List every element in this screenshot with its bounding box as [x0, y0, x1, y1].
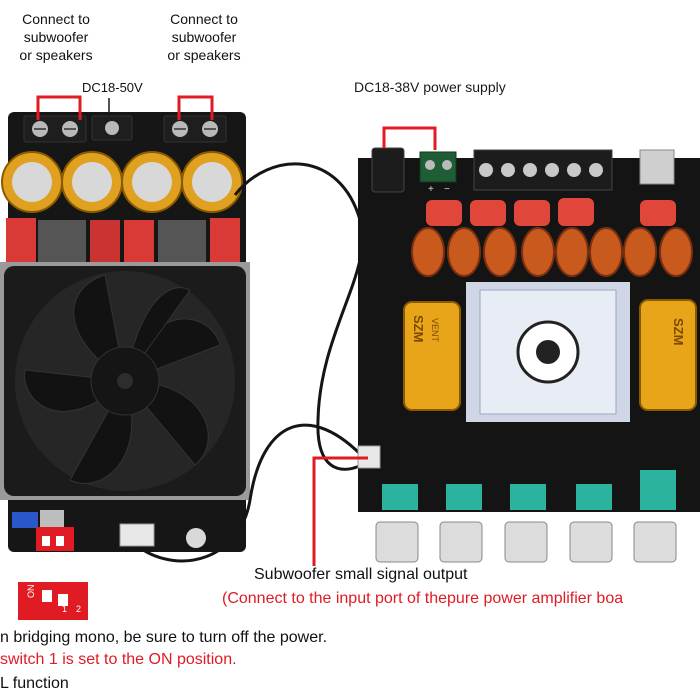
dip-switch	[18, 527, 88, 620]
connect-left-line-3: or speakers	[19, 47, 93, 63]
connect-right-line-3: or speakers	[167, 47, 241, 63]
dc-left-label: DC18-50V	[82, 80, 143, 95]
left-signal-connector	[119, 523, 155, 547]
terminal-minus: −	[444, 184, 450, 195]
inductors	[411, 227, 693, 277]
connect-left-label: Connect to subwoofer or speakers	[6, 10, 106, 64]
left-output-components	[6, 218, 240, 264]
terminal-plus: +	[428, 184, 434, 195]
connect-right-label: Connect to subwoofer or speakers	[154, 10, 254, 64]
usb-port	[639, 149, 675, 185]
dc-right-label: DC18-38V power supply	[354, 79, 506, 95]
left-speaker-terminal-1	[23, 115, 87, 143]
sub-output-label: Subwoofer small signal output	[254, 566, 468, 583]
sub-output-note: (Connect to the input port of thepure po…	[222, 590, 624, 607]
right-amplifier-board	[357, 147, 700, 563]
tone-knobs	[375, 470, 677, 563]
cooling-fan	[0, 262, 250, 500]
right-capacitors	[403, 299, 697, 411]
right-heatsink	[466, 282, 630, 422]
signal-cable	[139, 162, 368, 563]
connect-left-line-1: Connect to	[22, 11, 90, 27]
right-speaker-terminal	[473, 149, 613, 191]
callout-lines	[36, 95, 437, 566]
left-speaker-terminal-2	[163, 115, 227, 143]
relays	[426, 198, 676, 226]
dc-barrel-jack	[371, 147, 405, 193]
dip-2-label: 2	[76, 604, 82, 614]
cap-sub-left: VENT	[430, 318, 440, 343]
left-power-terminal	[91, 115, 133, 141]
left-amplifier-board	[0, 112, 250, 552]
left-trimmer	[12, 512, 38, 528]
dip-switch-zoom	[18, 582, 88, 620]
dip-on-label: ON	[26, 584, 36, 599]
left-capacitors	[1, 151, 243, 213]
cap-brand-right: SZM	[671, 318, 686, 346]
dip-1-label: 1	[62, 604, 68, 614]
right-power-terminal	[419, 151, 457, 183]
connect-left-line-2: subwoofer	[23, 29, 89, 45]
note-line-3: L function	[0, 675, 69, 692]
note-line-2: switch 1 is set to the ON position.	[0, 651, 237, 668]
connect-right-line-2: subwoofer	[171, 29, 237, 45]
connect-right-line-1: Connect to	[170, 11, 238, 27]
note-line-1: n bridging mono, be sure to turn off the…	[0, 629, 328, 646]
cap-brand-left: SZM	[411, 315, 426, 343]
